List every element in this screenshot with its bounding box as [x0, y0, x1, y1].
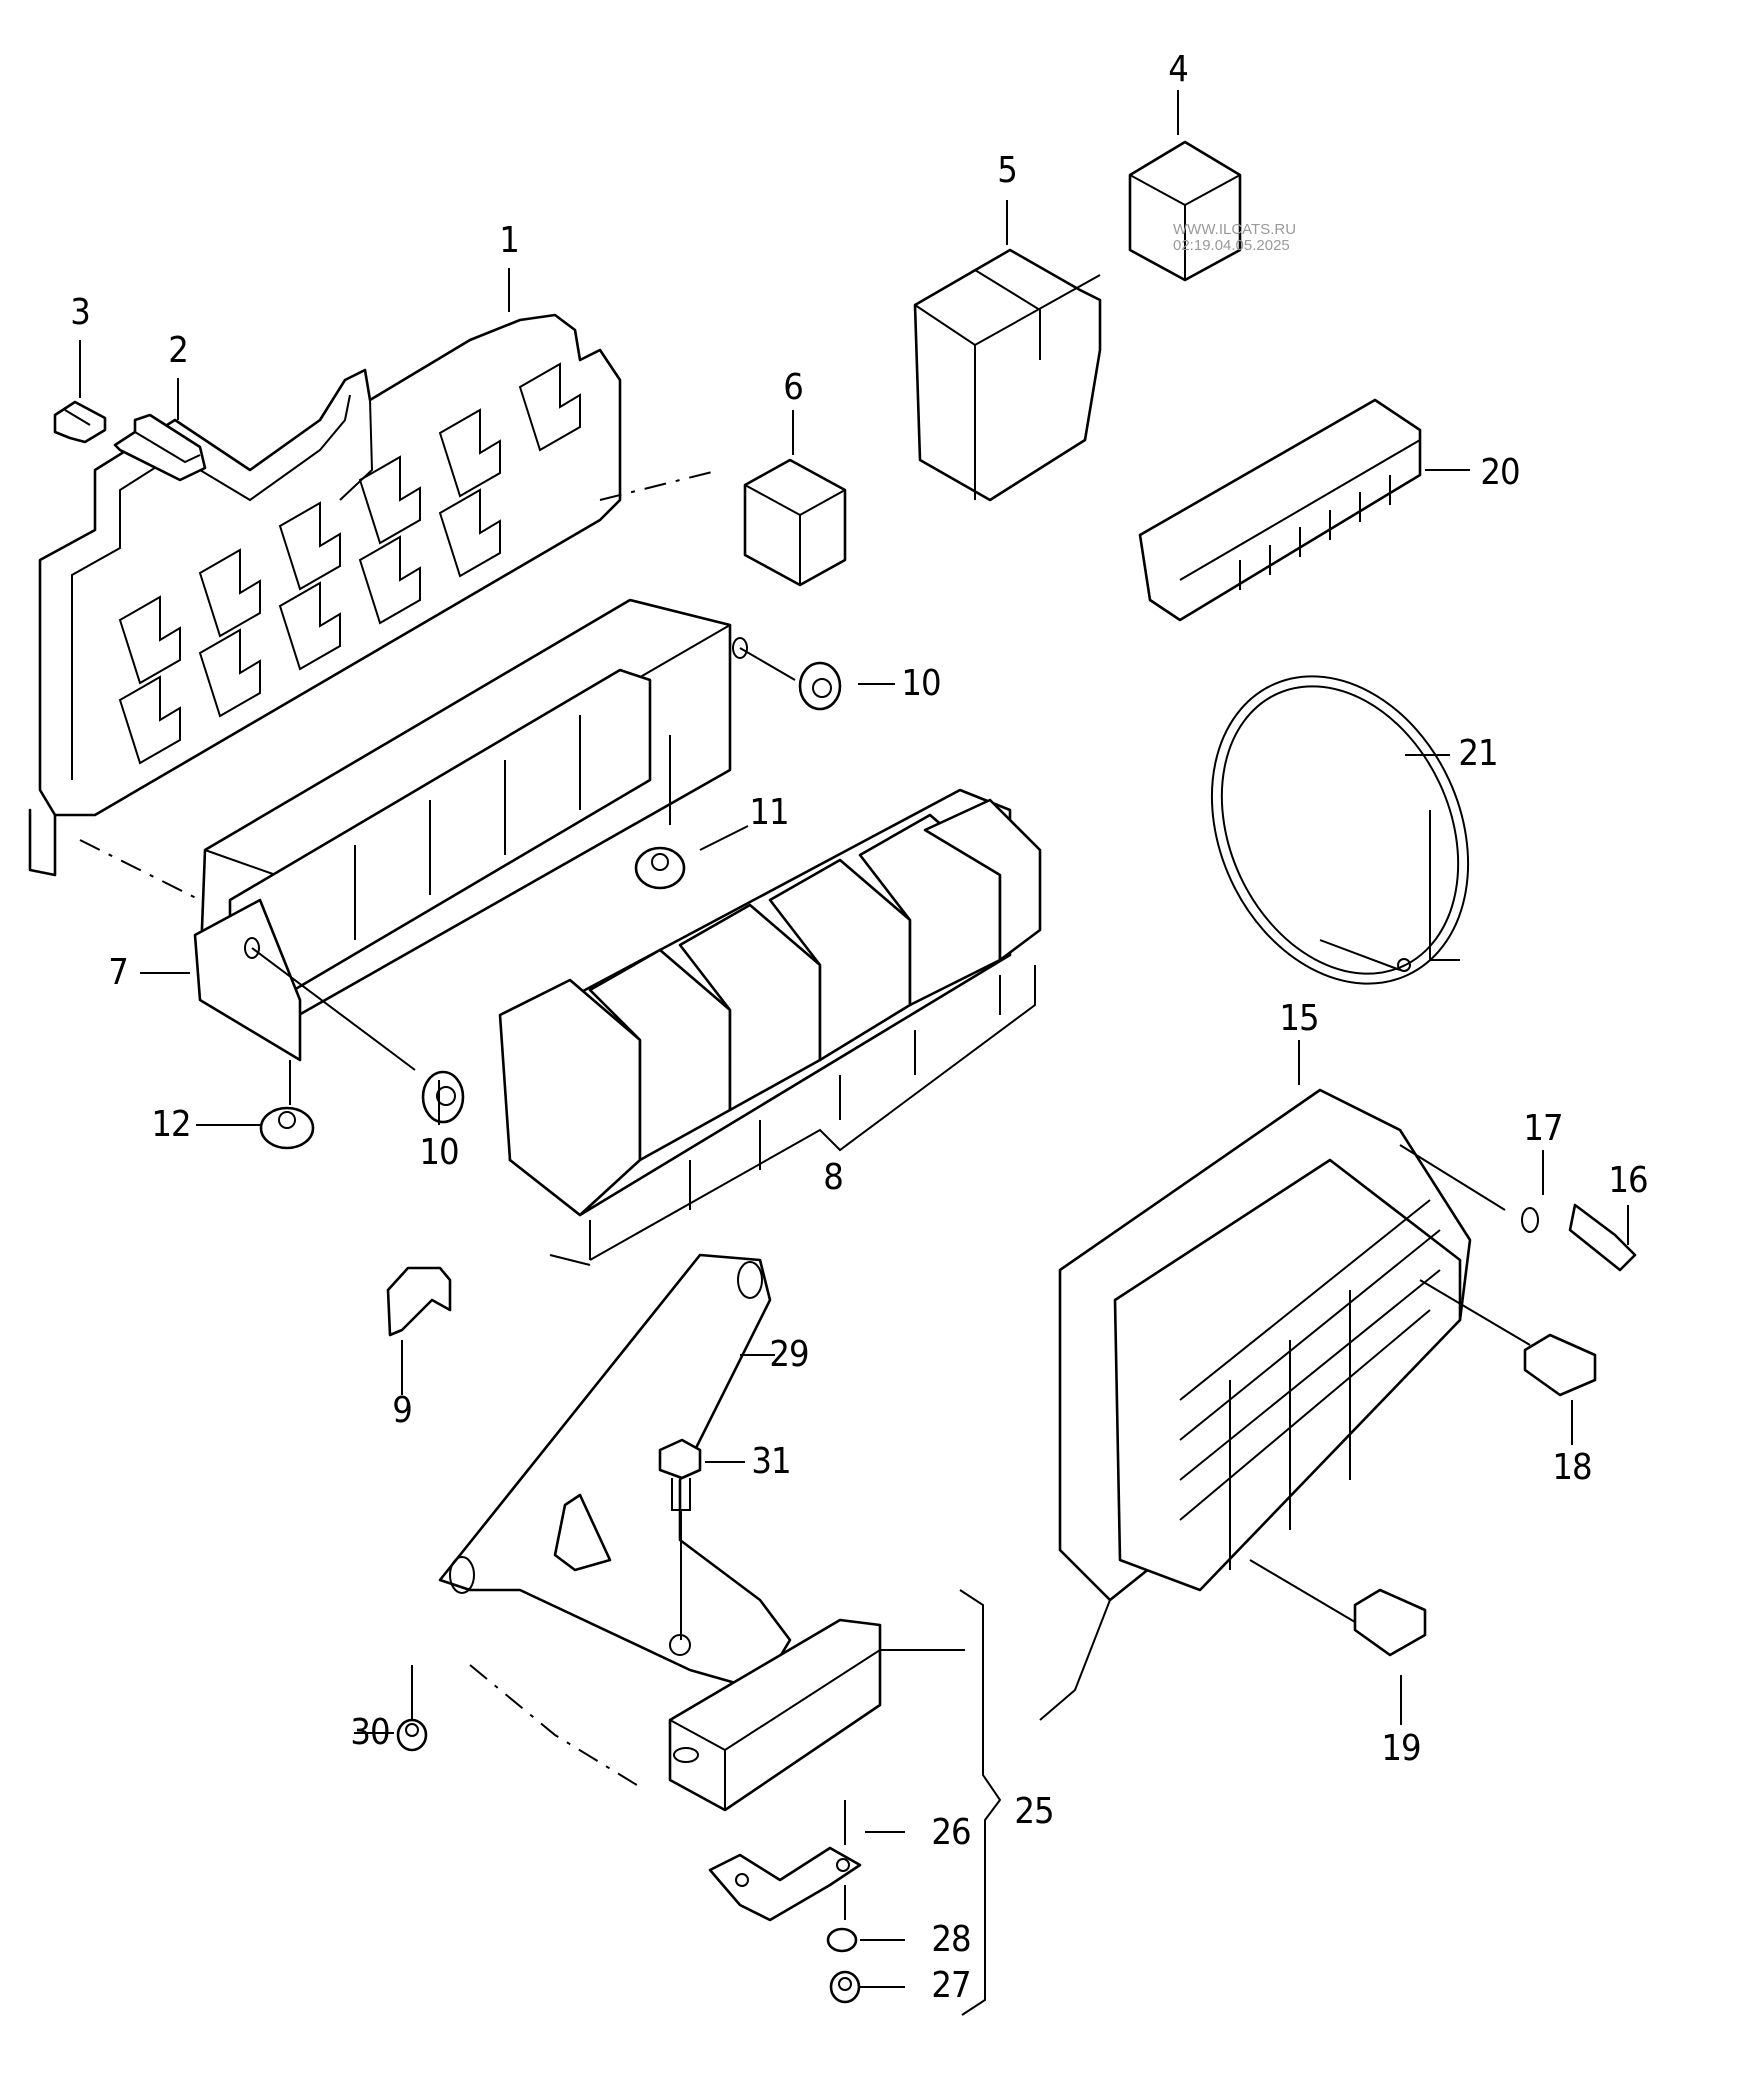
- label-part-17[interactable]: 17: [1523, 1108, 1563, 1149]
- relay-plate-drawing: [28, 313, 721, 911]
- label-part-11[interactable]: 11: [749, 792, 789, 833]
- label-part-31[interactable]: 31: [751, 1441, 791, 1482]
- label-part-15[interactable]: 15: [1279, 998, 1319, 1039]
- harness-drawing: [1210, 675, 1470, 985]
- assembly-brace: [959, 1589, 1002, 2016]
- label-part-20[interactable]: 20: [1480, 452, 1520, 493]
- control-unit-drawing: [469, 1618, 965, 1812]
- label-part-18[interactable]: 18: [1552, 1447, 1592, 1488]
- relay-carrier-drawing: [193, 598, 796, 1105]
- bracket-drawing: [386, 1266, 452, 1385]
- fuse-box-housing-drawing: [1039, 1040, 1531, 1721]
- label-part-16[interactable]: 16: [1608, 1160, 1648, 1201]
- nuts-drawing: [259, 661, 842, 1150]
- relay-set-drawing: [498, 788, 1042, 1266]
- small-relay-drawing: [743, 410, 847, 587]
- label-part-25[interactable]: 25: [1014, 1791, 1054, 1832]
- screw-drawing: [658, 1438, 745, 1640]
- label-part-4[interactable]: 4: [1168, 49, 1189, 90]
- bolt-and-fuses-drawing: [1353, 1150, 1637, 1725]
- double-relay-drawing: [913, 200, 1102, 502]
- label-part-12[interactable]: 12: [151, 1104, 191, 1145]
- relay-9pin-drawing: [1128, 90, 1242, 282]
- label-part-21[interactable]: 21: [1458, 733, 1498, 774]
- watermark: WWW.ILCATS.RU 02:19.04.05.2025: [1173, 222, 1296, 254]
- fuse-strip-drawing: [1138, 398, 1470, 622]
- label-part-7[interactable]: 7: [108, 952, 129, 993]
- watermark-line2: 02:19.04.05.2025: [1173, 237, 1290, 254]
- label-part-9[interactable]: 9: [392, 1390, 413, 1431]
- hardware-drawing: [354, 1665, 905, 2004]
- fuse-drawing: [53, 400, 207, 482]
- label-part-30[interactable]: 30: [350, 1712, 390, 1753]
- label-part-6[interactable]: 6: [783, 367, 804, 408]
- label-part-2[interactable]: 2: [168, 330, 189, 371]
- watermark-line1: WWW.ILCATS.RU: [1173, 221, 1297, 238]
- label-part-28[interactable]: 28: [931, 1919, 971, 1960]
- label-part-1[interactable]: 1: [499, 220, 520, 261]
- label-part-19[interactable]: 19: [1381, 1728, 1421, 1769]
- mounting-bracket-drawing: [438, 1253, 792, 1692]
- label-part-29[interactable]: 29: [769, 1334, 809, 1375]
- label-part-5[interactable]: 5: [997, 150, 1018, 191]
- label-part-26[interactable]: 26: [931, 1812, 971, 1853]
- label-part-27[interactable]: 27: [931, 1965, 971, 2006]
- leader-lines: [79, 268, 895, 1395]
- label-part-3[interactable]: 3: [70, 292, 91, 333]
- label-part-10-lower[interactable]: 10: [419, 1132, 459, 1173]
- label-part-8[interactable]: 8: [823, 1157, 844, 1198]
- label-part-10-upper[interactable]: 10: [901, 663, 941, 704]
